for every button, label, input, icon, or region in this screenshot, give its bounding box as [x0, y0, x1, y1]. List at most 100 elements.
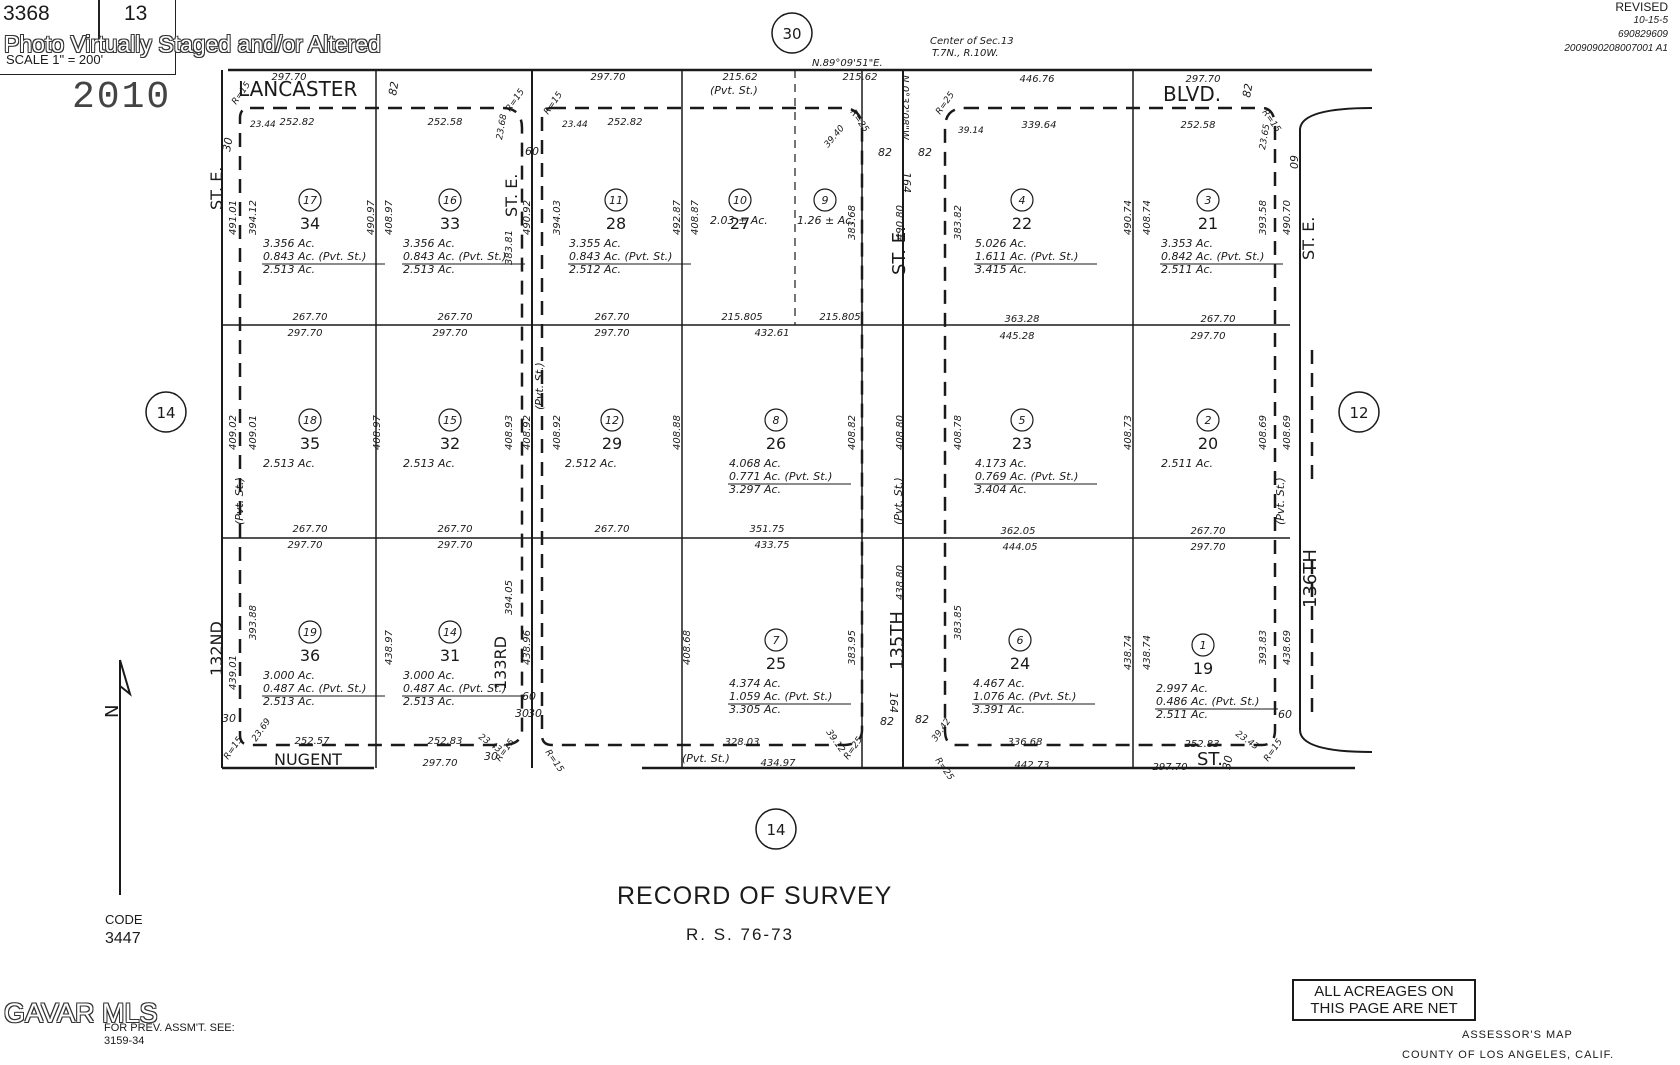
parcel-number: 19: [303, 626, 317, 639]
dim-label: 297.70: [438, 540, 473, 551]
dim-label: 394.05: [504, 580, 515, 615]
lot-acreage: 3.404 Ac.: [975, 483, 1027, 496]
dim-label: 351.75: [750, 524, 785, 535]
st-e-label-133: ST. E.: [502, 174, 521, 217]
center-note-1: Center of Sec.13: [930, 36, 1014, 47]
lot-acreage: 1.26 ± Ac.: [797, 214, 855, 227]
lot-number: 28: [606, 214, 626, 233]
width-label: 30: [220, 136, 235, 152]
code-value: 3447: [105, 930, 141, 947]
revised-date: 10-15-5: [1633, 15, 1668, 26]
parcel-number-circle: [813, 188, 837, 212]
lot-acreage: 3.297 Ac.: [729, 483, 781, 496]
dim-label: 297.70: [272, 72, 307, 83]
lot-acreage: 2.997 Ac.: [1156, 682, 1208, 695]
parcel-number: 18: [303, 414, 317, 427]
width-label: 30: [222, 712, 236, 725]
parcel-number-circle: [764, 408, 788, 432]
pvt-st-label-west: (Pvt. St.): [233, 477, 246, 525]
section-circle-left: [145, 391, 187, 433]
lot-acreage: 3.356 Ac.: [263, 237, 315, 250]
dim-label: 408.97: [372, 414, 383, 450]
dim-label: 297.70: [591, 72, 626, 83]
lot-acreage: 2.511 Ac.: [1161, 263, 1213, 276]
curve-label: 23.44: [562, 120, 588, 130]
dim-label: 408.92: [552, 415, 563, 450]
pvt-st-loop-east: [943, 106, 1277, 747]
lot-number: 24: [1010, 654, 1030, 673]
lot-acreage: 0.843 Ac. (Pvt. St.): [569, 250, 672, 263]
parcel-number-circle: [1008, 628, 1032, 652]
dim-label: 438.96: [522, 630, 533, 665]
dim-label: 434.97: [761, 758, 797, 769]
lot-acreage: 0.771 Ac. (Pvt. St.): [729, 470, 832, 483]
curve-label: R=25: [934, 90, 957, 117]
dim-label: 408.69: [1258, 415, 1269, 450]
136th-st-west-edge: [1299, 107, 1373, 753]
curve-label: 23.43: [1233, 729, 1260, 752]
dim-label: 408.92: [522, 415, 533, 450]
center-note-2: T.7N., R.10W.: [932, 48, 999, 59]
dim-label: 438.74: [1142, 635, 1153, 670]
parcel-number-circle: [298, 408, 322, 432]
width-label: 82: [878, 146, 892, 159]
curve-label: R=15: [542, 90, 565, 117]
lot-number: 34: [300, 214, 320, 233]
lot-acreage: 2.513 Ac.: [263, 695, 315, 708]
136th-label: 136TH: [1300, 549, 1321, 608]
lot-number: 23: [1012, 434, 1032, 453]
county-label: COUNTY OF LOS ANGELES, CALIF.: [1402, 1049, 1615, 1061]
curve-label: 23.68: [495, 113, 509, 140]
lot-number: 35: [300, 434, 320, 453]
lot-acreage: 2.513 Ac.: [403, 263, 455, 276]
code-label: CODE: [105, 912, 143, 927]
parcel-number: 11: [609, 194, 623, 207]
dim-label: 393.83: [1258, 630, 1269, 665]
lot-acreage: 3.355 Ac.: [569, 237, 621, 250]
lot-acreage: 1.059 Ac. (Pvt. St.): [729, 690, 832, 703]
revised-number: 690829609: [1617, 29, 1668, 40]
width-label: 82: [915, 713, 929, 726]
width-label: 82: [880, 715, 894, 728]
lot-acreage: 1.611 Ac. (Pvt. St.): [975, 250, 1078, 263]
lot-acreage: 0.842 Ac. (Pvt. St.): [1161, 250, 1264, 263]
dim-label: 215.805: [721, 312, 762, 323]
parcel-number: 16: [443, 194, 457, 207]
lot-number: 33: [440, 214, 460, 233]
nugent-label: NUGENT: [274, 750, 342, 769]
lot-number: 22: [1012, 214, 1032, 233]
parcel-number-circle: [600, 408, 624, 432]
lot-number: 32: [440, 434, 460, 453]
dim-label: 442.73: [1015, 760, 1050, 771]
dim-label: 252.57: [295, 736, 331, 747]
prev-assmt-line1: FOR PREV. ASSM'T. SEE:: [104, 1022, 235, 1034]
parcel-number-circle: [298, 620, 322, 644]
dim-label: 490.92: [522, 200, 533, 235]
dim-label: 409.02: [228, 415, 239, 450]
pvt-st-loop-west: [238, 106, 524, 747]
dim-label: 383.68: [847, 205, 858, 240]
lot-acreage: 2.511 Ac.: [1156, 708, 1208, 721]
lot-acreage: 0.487 Ac. (Pvt. St.): [263, 682, 366, 695]
parcel-number: 17: [303, 194, 317, 207]
lot-acreage: 3.000 Ac.: [403, 669, 455, 682]
dim-label: 297.70: [288, 540, 323, 551]
width-label: 60: [1278, 708, 1292, 721]
width-label: 164: [887, 692, 900, 713]
record-of-survey-title: RECORD OF SURVEY: [617, 882, 893, 910]
dim-label: 297.70: [1153, 762, 1188, 773]
dim-label: 252.83: [1185, 739, 1220, 750]
pvt-st-label-top: (Pvt. St.): [710, 84, 758, 97]
dim-label: 409.01: [248, 415, 259, 450]
lot-acreage: 2.512 Ac.: [565, 457, 617, 470]
dim-label: 267.70: [438, 524, 473, 535]
dim-label: 267.70: [293, 524, 328, 535]
